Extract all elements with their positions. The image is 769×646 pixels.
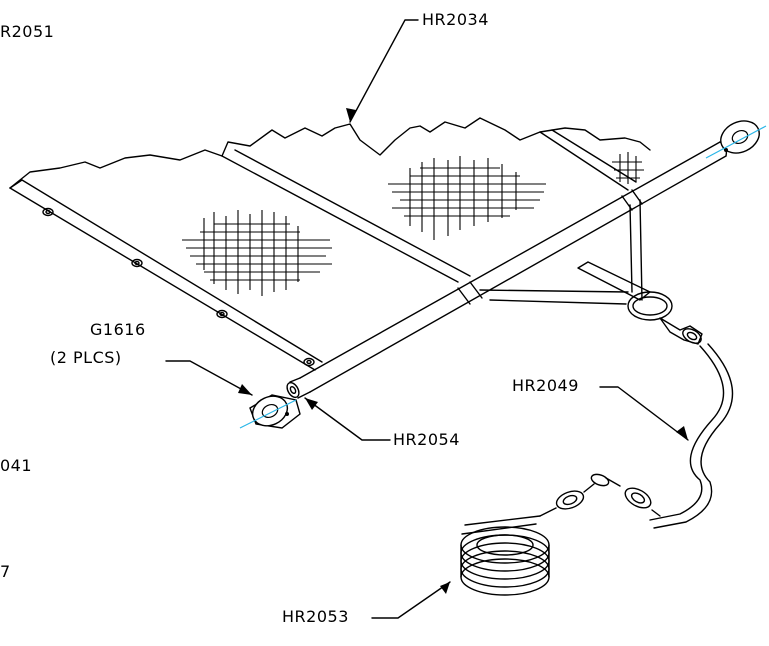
leader-hr2049 xyxy=(599,386,689,441)
tarp-torn-edge xyxy=(9,117,651,189)
label-hr2049: HR2049 xyxy=(512,376,579,395)
frame-ring xyxy=(627,291,673,321)
leader-g1616 xyxy=(165,360,253,396)
snap-hook-lower xyxy=(555,490,585,510)
leader-hr2054 xyxy=(304,397,391,441)
d-ring xyxy=(590,473,610,487)
grommet xyxy=(216,309,228,319)
tarp-seam-1 xyxy=(221,149,471,283)
roller-tube xyxy=(299,141,727,393)
label-hr2034: HR2034 xyxy=(422,10,489,29)
label-hr2051: R2051 xyxy=(0,22,55,41)
label-g1616-qty: (2 PLCS) xyxy=(50,348,122,367)
label-hr-7: 7 xyxy=(0,562,11,581)
coiled-rope xyxy=(460,515,550,596)
label-hr2054: HR2054 xyxy=(393,430,460,449)
leader-hr2053 xyxy=(371,581,451,619)
grommet xyxy=(303,357,315,367)
tarp-hem-line xyxy=(21,179,323,363)
grommet xyxy=(131,258,143,268)
tarp-hem-top xyxy=(9,179,23,189)
label-hr2041: 041 xyxy=(0,456,33,475)
tube-collar xyxy=(457,281,483,305)
bungee-cord xyxy=(649,345,725,521)
end-collar-left xyxy=(249,394,301,429)
snap-hook-lower xyxy=(624,487,652,509)
label-g1616: G1616 xyxy=(90,320,146,339)
roller-shaft-end xyxy=(289,377,311,399)
tube-collar xyxy=(621,189,643,211)
label-hr2053: HR2053 xyxy=(282,607,349,626)
centerline xyxy=(239,125,767,429)
frame-lower-bar xyxy=(479,289,629,305)
leader-hr2034 xyxy=(349,19,419,123)
fabric-texture xyxy=(182,152,644,296)
end-collar-right xyxy=(720,120,760,154)
tarp-seam-2 xyxy=(539,129,637,191)
frame-upright xyxy=(629,199,643,301)
snap-hook xyxy=(659,317,703,345)
tarp-front-edge xyxy=(9,187,316,371)
grommet xyxy=(42,207,54,217)
